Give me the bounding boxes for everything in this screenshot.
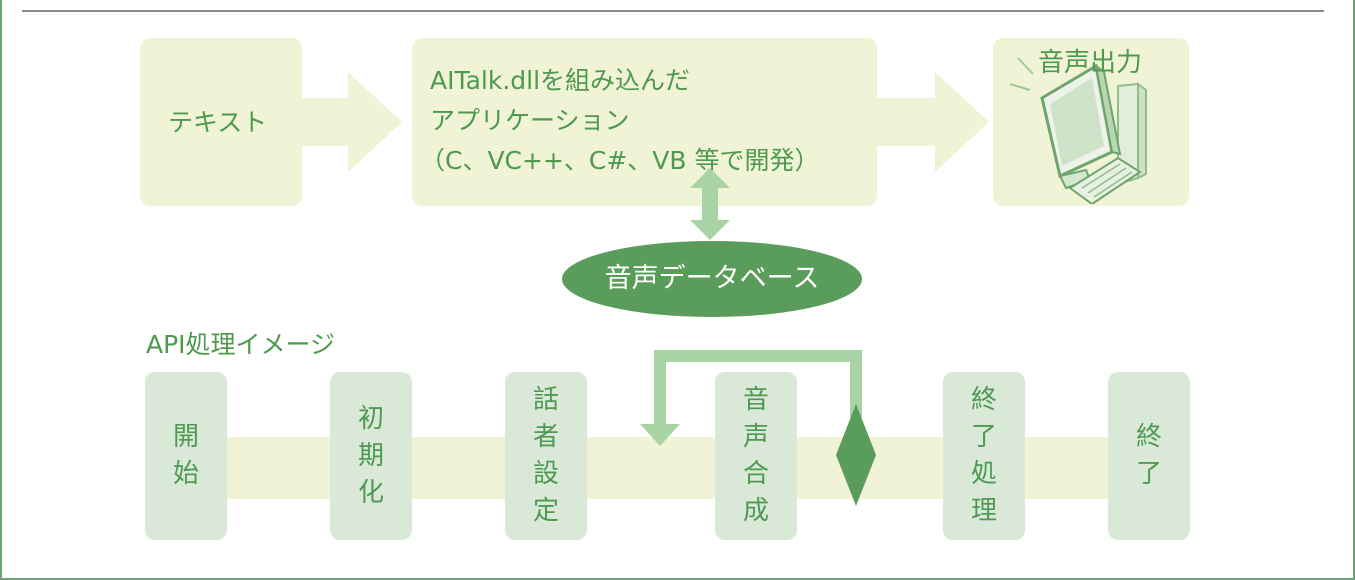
step-speaker-setting: 話 者 設 定 [505, 372, 587, 540]
flow-arrow-2 [875, 72, 989, 172]
output-box-label: 音声出力 [1038, 48, 1143, 78]
flow-arrow-1 [300, 72, 402, 172]
step-speech-synthesis: 音 声 合 成 [715, 372, 797, 540]
step-initialize: 初 期 化 [330, 372, 412, 540]
diamond-icon [836, 404, 876, 506]
step-end: 終 了 [1108, 372, 1190, 540]
app-box: AITalk.dllを組み込んだ アプリケーション （C、VC++、C#、VB … [412, 38, 877, 206]
step-initialize-char: 化 [357, 477, 384, 508]
database-link-arrow [690, 168, 730, 240]
step-initialize-char: 期 [357, 440, 384, 471]
step-start-char: 始 [172, 459, 199, 489]
app-box-line2: アプリケーション [430, 106, 630, 135]
text-box-label: テキスト [168, 108, 268, 137]
step-start-char: 開 [172, 422, 199, 452]
api-title: API処理イメージ [146, 330, 336, 359]
step-speech-synthesis-char: 合 [742, 459, 769, 489]
database-ellipse [562, 241, 862, 317]
text-box: テキスト [140, 38, 302, 206]
step-termination: 終 了 処 理 [943, 372, 1025, 540]
step-initialize-char: 初 [357, 403, 384, 434]
step-start: 開 始 [145, 372, 227, 540]
step-termination-char: 理 [970, 496, 997, 526]
top-rule [22, 10, 1324, 12]
step-speaker-setting-char: 話 [532, 385, 559, 415]
step-end-char: 終 [1135, 422, 1162, 452]
app-box-line1: AITalk.dllを組み込んだ [430, 66, 691, 95]
step-speech-synthesis-char: 声 [742, 422, 769, 452]
step-speech-synthesis-char: 音 [742, 385, 769, 415]
computer-icon [1009, 57, 1147, 204]
step-speaker-setting-char: 設 [532, 459, 559, 489]
step-termination-char: 了 [970, 422, 997, 452]
database-label: 音声データベース [604, 263, 820, 294]
step-speaker-setting-char: 定 [532, 496, 559, 526]
step-termination-char: 処 [970, 459, 997, 489]
step-termination-char: 終 [970, 385, 997, 415]
step-speaker-setting-char: 者 [532, 422, 559, 452]
step-end-char: 了 [1135, 459, 1162, 489]
app-box-line3: （C、VC++、C#、VB 等で開発） [420, 146, 820, 175]
step-speech-synthesis-char: 成 [742, 496, 769, 526]
